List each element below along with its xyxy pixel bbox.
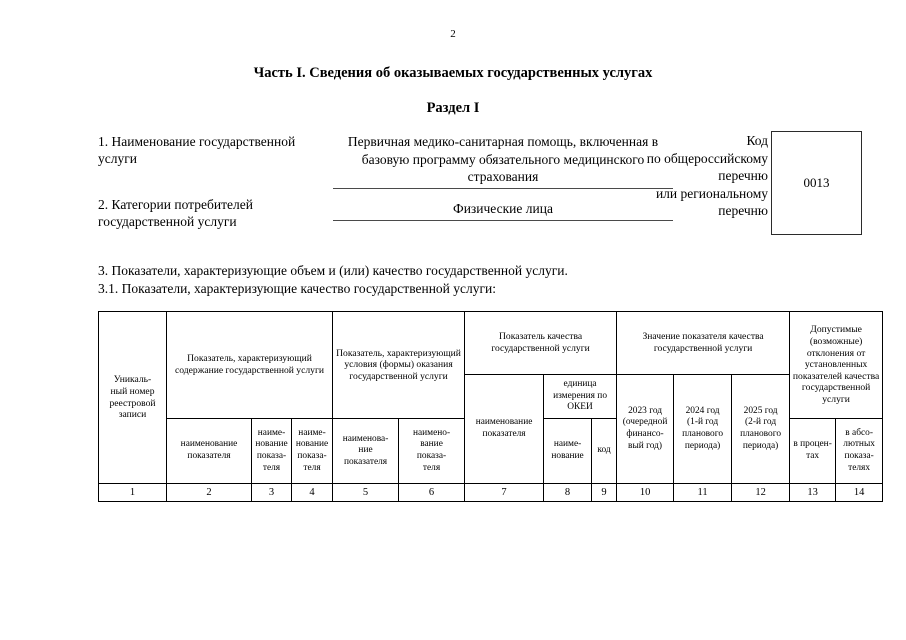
c14-line-4: телях (848, 462, 871, 473)
column-number-10: 10 (616, 483, 675, 502)
column-number-8: 8 (543, 483, 593, 502)
column-number-4: 4 (290, 483, 334, 502)
c6-line-1: наимено- (412, 427, 451, 438)
header-quality-indicator: Показатель качества государственной услу… (464, 311, 618, 375)
c4-line-3: показа- (297, 451, 327, 461)
header-conditions-name-of-indicator: наименова- ние показателя (332, 418, 400, 484)
column-number-6: 6 (398, 483, 466, 502)
y2025-line-4: периода) (742, 440, 779, 451)
header-content-name-of-indicator-3: наиме- нование показа- теля (290, 418, 334, 484)
table-header-row-subheaders: наименование показателя наиме- нование п… (99, 418, 884, 484)
header-year-2025: 2025 год (2-й год планового периода) (731, 374, 791, 484)
y2025-line-3: планового (740, 429, 782, 439)
c3-line-1: наиме- (257, 427, 286, 438)
c8-line-1: наиме- (553, 439, 582, 450)
table-column-number-row: 1 2 3 4 5 6 7 8 9 10 11 12 13 14 (98, 483, 884, 502)
c3-line-2: нование (255, 439, 288, 450)
table-header-row-units: наименование показателя единица измерени… (99, 374, 883, 484)
c3-line-3: показа- (256, 451, 287, 461)
header-permissible-deviations: Допустимые (возможные) отклонения от уст… (789, 311, 884, 419)
y2024-line-1: 2024 год (685, 405, 720, 416)
y2024-line-3: планового (682, 429, 724, 439)
service-name-value: Первичная медико-санитарная помощь, вклю… (333, 133, 673, 189)
paragraph-item-3: 3. Показатели, характеризующие объем и (… (98, 263, 568, 278)
c2-text: наименование показателя (180, 439, 238, 461)
column-number-9: 9 (591, 483, 618, 502)
column-number-1: 1 (98, 483, 167, 502)
y2025-line-2: (2-й год (745, 417, 777, 428)
y2023-line-3: финансо- (626, 429, 664, 439)
page-number: 2 (450, 28, 456, 40)
column-number-13: 13 (789, 483, 837, 502)
header-unique-registry-number: Уникаль- ный номер реестровой записи (98, 311, 167, 484)
y2024-line-2: (1-й год (687, 417, 719, 428)
c6-line-3: показа- (416, 451, 447, 461)
paragraph-item-3-1: 3.1. Показатели, характеризующие качеств… (98, 281, 497, 296)
column-number-12: 12 (731, 483, 791, 502)
code-caption-line-4: или региональному (655, 185, 768, 201)
code-value: 0013 (803, 175, 830, 190)
column-number-14: 14 (835, 483, 884, 502)
header-year-2024: 2024 год (1-й год планового периода) (673, 374, 733, 484)
urn-line-1: Уникаль- (113, 374, 152, 386)
c5-line-3: показателя (343, 456, 388, 467)
service-name-label: 1. Наименование государственной услуги (98, 134, 296, 166)
header-unit-code: код (591, 418, 618, 484)
y2023-line-1: 2023 год (628, 405, 663, 416)
header-unit-okei: единица измерения по ОКЕИ (543, 374, 618, 419)
c6-line-4: теля (422, 462, 441, 473)
header-content-name-of-indicator: наименование показателя (166, 418, 252, 484)
header-deviation-absolute: в абсо- лютных показа- телях (835, 418, 884, 484)
header-quality-value: Значение показателя качества государстве… (616, 311, 791, 375)
urn-line-2: ный номер (110, 385, 155, 397)
part-title: Часть I. Сведения об оказываемых государ… (253, 65, 653, 81)
c14-line-2: лютных (843, 439, 875, 450)
urn-line-4: записи (118, 409, 147, 421)
c5-line-1: наименова- (342, 433, 389, 444)
consumer-categories-label: 2. Категории потребителей государственно… (98, 197, 253, 229)
header-year-2023: 2023 год (очередной финансо- вый год) (616, 374, 675, 484)
section-title: Раздел I (426, 100, 480, 116)
table-header-row-groups: Уникаль- ный номер реестровой записи Пок… (98, 311, 884, 484)
c4-line-4: теля (303, 462, 321, 473)
y2024-line-4: периода) (684, 440, 721, 451)
c8-line-2: нование (551, 451, 584, 461)
header-conditions-indicator: Показатель, характеризующий условия (фор… (332, 311, 466, 419)
code-caption-line-1: Код (746, 133, 768, 148)
c4-line-2: нование (295, 439, 329, 450)
header-conditions-name-of-indicator-2: наимено- вание показа- теля (398, 418, 466, 484)
c13-line-1: в процен- (793, 439, 832, 450)
column-number-7: 7 (464, 483, 545, 502)
c5-line-2: ние (358, 445, 373, 456)
urn-line-3: реестровой (109, 397, 156, 409)
code-caption-line-3: перечню (718, 168, 768, 183)
consumer-categories-value: Физические лица (333, 200, 673, 221)
y2023-line-4: вый год) (628, 440, 663, 451)
code-box: 0013 (771, 131, 862, 235)
y2025-line-1: 2025 год (743, 405, 778, 416)
code-caption-line-5: перечню (718, 203, 768, 218)
column-number-5: 5 (332, 483, 400, 502)
header-content-name-of-indicator-2: наиме- нование показа- теля (251, 418, 292, 484)
column-number-11: 11 (673, 483, 733, 502)
c6-line-2: вание (420, 439, 443, 450)
column-number-3: 3 (251, 483, 292, 502)
header-deviation-percent: в процен- тах (789, 418, 837, 484)
header-quality-indicator-name: наименование показателя (464, 374, 545, 484)
header-content-indicator: Показатель, характеризующий содержание г… (165, 311, 334, 419)
c4-line-1: наиме- (298, 427, 326, 438)
qin-text: наименование показателя (475, 417, 533, 439)
header-unit-name: наиме- нование (543, 418, 593, 484)
c14-line-3: показа- (844, 451, 874, 461)
quality-indicators-table: Уникаль- ный номер реестровой записи Пок… (98, 311, 884, 502)
y2023-line-2: (очередной (622, 417, 668, 428)
c3-line-4: теля (262, 462, 281, 473)
code-caption: Код по общероссийскому перечню или регио… (600, 132, 768, 220)
c13-line-2: тах (806, 451, 820, 461)
c14-line-1: в абсо- (845, 427, 873, 438)
code-caption-line-2: по общероссийскому (646, 150, 768, 166)
column-number-2: 2 (166, 483, 252, 502)
